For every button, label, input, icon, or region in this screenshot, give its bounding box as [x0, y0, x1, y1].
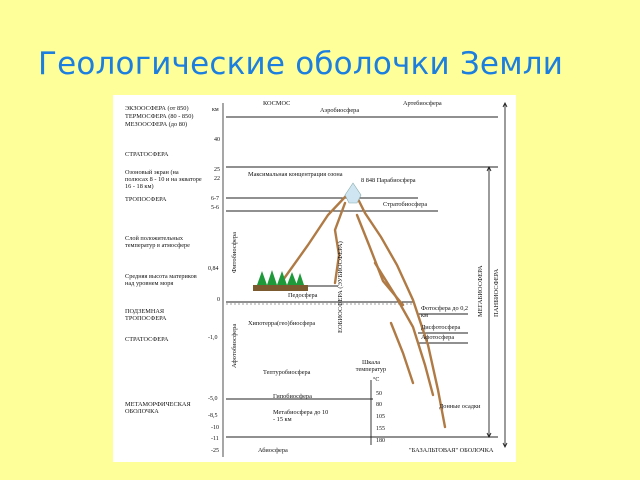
label-ozone-screen: Озоновый экран (на полюсах 8 - 10 и на э…	[125, 169, 202, 190]
label-megabiosphere: МЕГАБИОСФЕРА	[477, 265, 484, 317]
label-teptobiosphere: Тептуробиосфера	[263, 369, 311, 376]
tree-icons	[257, 270, 304, 285]
label-cosmos: КОСМОС	[263, 100, 291, 107]
temperature-unit: °С	[373, 377, 380, 383]
scale-tick: -5,0	[208, 396, 218, 402]
label-aerobiosphere: Аэробиосфера	[320, 107, 360, 114]
label-temp-layer: Слой положительных температур в атмосфер…	[125, 235, 190, 249]
label-phytobiosphere: Фитобиосфера	[231, 231, 238, 273]
label-basalt: "БАЗАЛЬТОВАЯ" ОБОЛОЧКА	[409, 447, 494, 454]
label-underground-stratosphere: СТРАТОСФЕРА	[125, 336, 169, 343]
temperature-value: 50	[376, 391, 382, 397]
label-temperature-scale: Шкала температур	[355, 359, 387, 373]
label-panbiosphere: ПАНБИОСФЕРА	[493, 268, 500, 317]
label-parabiosphere: 8 848 Парабиосфера	[361, 177, 416, 184]
label-dysphotosphere: Дисфотосфера	[421, 324, 461, 331]
scale-tick: -25	[211, 448, 219, 454]
scale-tick: -8,5	[208, 413, 218, 419]
label-artebiosphere: Артебиосфера	[403, 100, 442, 107]
scale-tick: 5-6	[211, 205, 219, 211]
diagram-graphics	[222, 101, 508, 457]
temperature-value: 180	[376, 438, 385, 444]
slide-title: Геологические оболочки Земли	[38, 46, 564, 82]
label-troposphere: ТРОПОСФЕРА	[125, 196, 167, 203]
label-pedosphere: Педосфера	[288, 292, 318, 299]
temperature-value: 155	[376, 426, 385, 432]
label-exosphere: ЭКЗООСФЕРА (от 850)	[125, 105, 189, 112]
scale-tick: 22	[214, 176, 220, 182]
scale-unit: км	[212, 107, 219, 113]
label-stratosphere: СТРАТОСФЕРА	[125, 151, 169, 158]
scale-tick: 40	[214, 137, 220, 143]
scale-tick: 0,84	[208, 266, 219, 272]
label-aphotosphere: Афотосфера	[421, 334, 455, 341]
scale-tick: -10	[211, 425, 219, 431]
label-hypoterra: Хипотерра(гео)биосфера	[248, 320, 316, 327]
geology-diagram: ЭКЗООСФЕРА (от 850) ТЕРМОСФЕРА (80 - 850…	[113, 95, 516, 462]
label-photosphere: Фотосфера до 0,2 км	[421, 305, 469, 319]
label-abiosphere: Абиосфера	[258, 447, 288, 454]
label-thermosphere: ТЕРМОСФЕРА (80 - 850)	[125, 113, 194, 120]
boundary-lines	[226, 116, 498, 438]
temperature-value: 105	[376, 414, 385, 420]
soil-layer	[253, 285, 308, 291]
label-aphotobiosphere: Афотобиосфера	[231, 323, 238, 368]
label-hypobiosphere: Гипобиосфера	[273, 393, 312, 400]
label-avg-height: Средняя высота материков над уровнем мор…	[125, 273, 197, 287]
scale-tick: 6-7	[211, 196, 219, 202]
right-brackets	[370, 101, 508, 449]
snow-peak	[344, 182, 362, 204]
label-mesosphere: МЕЗООСФЕРА (до 80)	[125, 121, 188, 128]
label-bottom-sediments: Донные осадки	[439, 403, 481, 410]
scale-tick: -1,0	[208, 335, 218, 341]
scale-tick: 25	[214, 167, 220, 173]
label-underground-troposphere: ПОДЗЕМНАЯ ТРОПОСФЕРА	[125, 308, 167, 322]
temperature-value: 80	[376, 402, 382, 408]
label-metamorphic: МЕТАМОРФИЧЕСКАЯ ОБОЛОЧКА	[125, 401, 191, 415]
label-stratobiosphere: Стратобиосфера	[383, 201, 428, 208]
scale-tick: -11	[211, 436, 219, 442]
label-eobiosphere: ЕОБИОСФЕРА (ЭУБИОСФЕРА)	[337, 241, 344, 333]
scale-tick: 0	[217, 297, 220, 303]
label-max-ozone: Максимальная концентрация озона	[248, 171, 343, 178]
label-metabiosphere: Метабиосфера до 10 - 15 км	[273, 409, 329, 423]
